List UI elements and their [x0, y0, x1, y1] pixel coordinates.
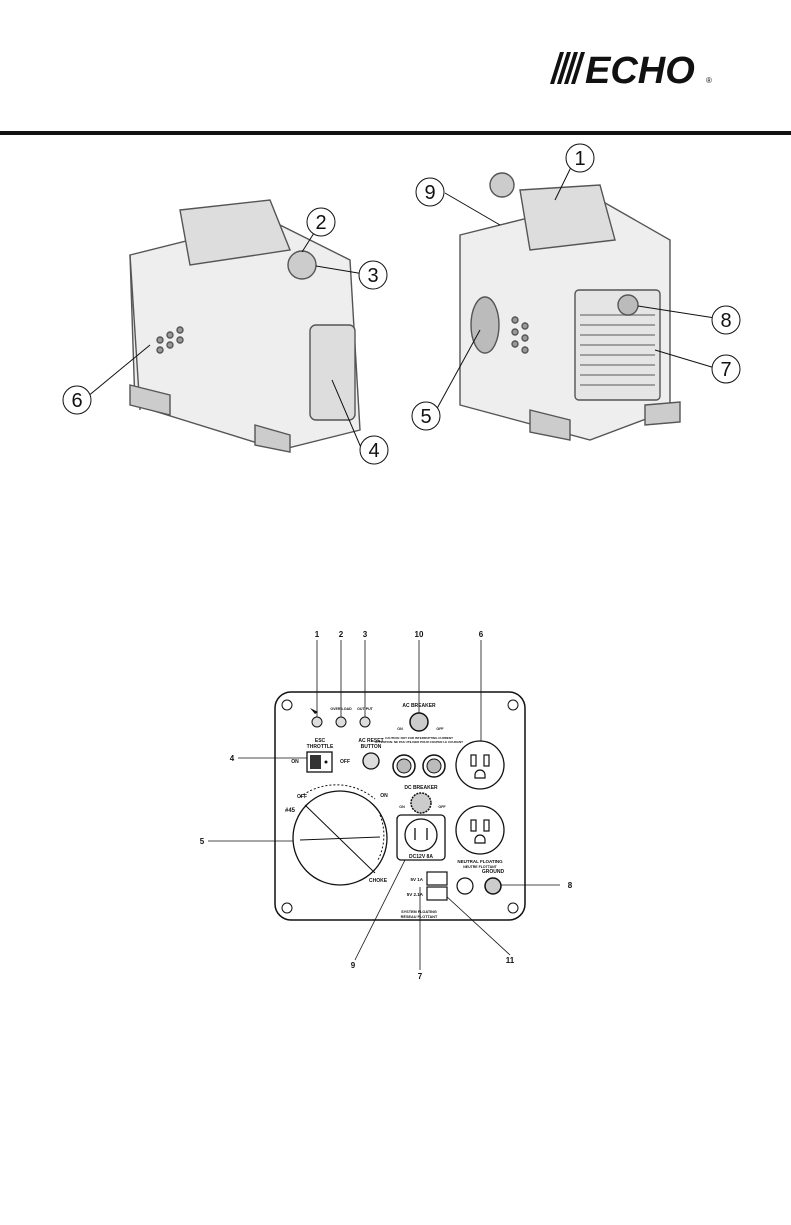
svg-text:3: 3	[367, 265, 378, 287]
dc-off-label: OFF	[438, 805, 446, 809]
ac-reset-label-1: AC RESET	[358, 738, 383, 744]
output-label: OUT PUT	[357, 707, 374, 711]
overload-light	[335, 716, 347, 728]
panel-callout-1: 1	[315, 630, 320, 639]
ac-breaker-label: AC BREAKER	[402, 703, 436, 709]
generator-views-figure: 2 3 4 6 5 1 9 8 7	[62, 143, 741, 465]
ac-reset-label-2: BUTTON	[361, 744, 382, 750]
switch-on-label: ON	[291, 759, 299, 765]
dial-label: #45	[285, 808, 296, 814]
registered-mark: ®	[706, 76, 712, 85]
right-generator-handle	[519, 184, 616, 251]
ac-outlet-top[interactable]	[455, 740, 505, 790]
fuel-off-label: OFF	[297, 794, 307, 800]
dc-on-label: ON	[399, 805, 405, 809]
usb-port-2[interactable]	[426, 886, 448, 901]
svg-text:1: 1	[574, 148, 585, 170]
panel-callout-3: 3	[363, 630, 368, 639]
panel-callout-7: 7	[418, 972, 423, 981]
control-panel-figure: 1 2 3 10 6 4 5 8 9 7 11 OVER LOAD OUT PU…	[200, 630, 573, 981]
callout-5: 5	[411, 401, 441, 431]
ac-reset-button[interactable]	[362, 752, 380, 770]
callout-4: 4	[359, 435, 389, 465]
panel-callout-8: 8	[568, 881, 573, 890]
dc-breaker[interactable]	[410, 792, 432, 814]
ac-on-label: ON	[397, 727, 403, 731]
ground-symbol-icon	[456, 877, 474, 895]
callout-1: 1	[565, 143, 595, 173]
neutre-flottant-label: NEUTRE FLOTTANT	[463, 865, 497, 869]
dc-rating-label: DC12V 8A	[409, 854, 433, 860]
panel-callout-10: 10	[415, 630, 424, 639]
dc-outlet[interactable]	[404, 818, 438, 852]
oil-warning-light	[311, 716, 323, 728]
svg-text:9: 9	[424, 182, 435, 204]
switch-off-label: OFF	[340, 759, 350, 765]
usb-label-2: 5V 2.1A	[407, 892, 424, 897]
fuel-on-label: ON	[380, 793, 388, 799]
panel-callout-2: 2	[339, 630, 344, 639]
callout-7: 7	[711, 354, 741, 384]
svg-text:4: 4	[368, 440, 379, 462]
ground-label: GROUND	[482, 869, 505, 875]
right-fuel-cap	[489, 172, 515, 198]
output-light	[359, 716, 371, 728]
panel-callout-9: 9	[351, 961, 356, 970]
callout-3: 3	[358, 260, 388, 290]
esc-switch-rocker	[310, 755, 321, 769]
ground-terminal[interactable]	[484, 877, 502, 895]
dc-breaker-label: DC BREAKER	[404, 785, 438, 791]
left-fuel-cap	[287, 250, 317, 280]
left-generator-handle	[179, 199, 291, 266]
caution-line-1: CAUTION: NOT FOR INTERRUPTING CURRENT	[385, 736, 453, 740]
throttle-label: THROTTLE	[307, 744, 334, 750]
muffler-outlet	[617, 294, 639, 316]
neutral-floating-label: NEUTRAL FLOATING	[457, 859, 503, 864]
reseau-flottant-label: RÉSEAU FLOTTANT	[401, 914, 438, 919]
callout-6: 6	[62, 385, 92, 415]
logo-text: ECHO	[585, 50, 695, 88]
svg-text:2: 2	[315, 212, 326, 234]
usb-label-1: 5V 1A	[410, 877, 423, 882]
callout-9: 9	[415, 177, 445, 207]
panel-callout-5: 5	[200, 837, 205, 846]
left-control-panel	[309, 324, 356, 421]
ac-off-label: OFF	[436, 727, 444, 731]
system-floating-label: SYSTEM FLOATING	[401, 910, 437, 914]
usb-port-1[interactable]	[426, 871, 448, 886]
caution-line-2: ATTENTION: NE PAS UTILISER POUR COUPER L…	[375, 740, 463, 744]
svg-text:6: 6	[71, 390, 82, 412]
svg-text:7: 7	[720, 359, 731, 381]
echo-logo: ECHO ®	[550, 50, 712, 88]
oil-can-icon	[310, 708, 318, 714]
recoil-starter	[470, 296, 500, 354]
svg-text:8: 8	[720, 310, 731, 332]
panel-callout-11: 11	[506, 956, 515, 965]
callout-2: 2	[306, 207, 336, 237]
ac-outlet-bottom[interactable]	[455, 805, 505, 855]
panel-callout-6: 6	[479, 630, 484, 639]
header-rule	[0, 131, 791, 135]
svg-text:5: 5	[420, 406, 431, 428]
callout-8: 8	[711, 305, 741, 335]
choke-label: CHOKE	[369, 878, 388, 884]
ac-breaker[interactable]	[409, 712, 429, 732]
esc-label: ESC	[315, 738, 326, 744]
panel-callout-4: 4	[230, 754, 235, 763]
overload-label: OVER LOAD	[330, 707, 352, 711]
